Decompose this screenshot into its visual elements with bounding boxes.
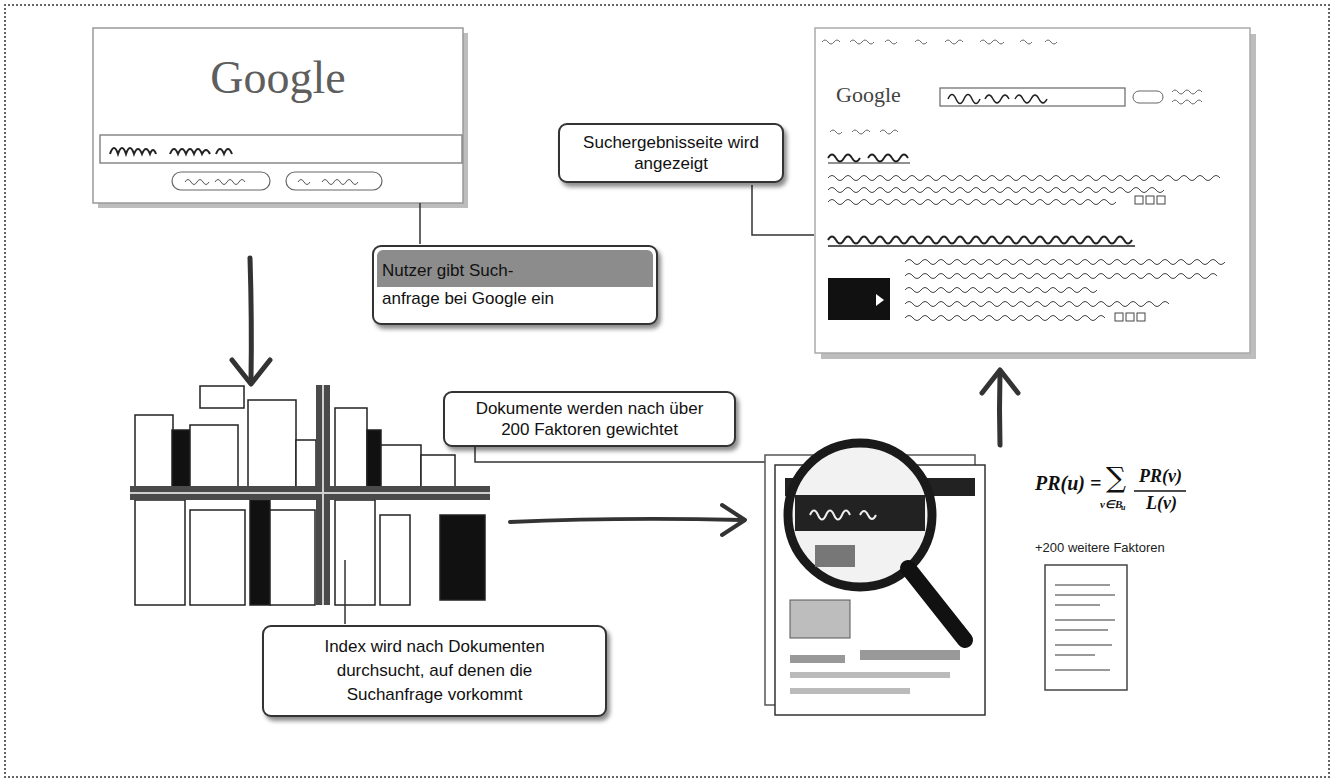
results-page-part <box>905 260 1225 265</box>
index-illustration-part <box>335 408 367 487</box>
results-page-part <box>1157 196 1165 204</box>
magnifier-illustration-part <box>775 465 985 715</box>
formula-text: PR(u) = <box>1035 472 1101 495</box>
formula-symbol: ∑ <box>1106 462 1126 494</box>
results-page-part <box>1126 313 1134 321</box>
flow-arrow-part <box>997 373 1003 445</box>
magnifier-illustration-part <box>790 688 910 694</box>
leader-line <box>344 560 346 624</box>
index-illustration-part <box>440 515 485 600</box>
results-page-part <box>828 162 910 163</box>
results-page-part <box>876 294 884 306</box>
magnifier-illustration-part <box>1045 565 1127 690</box>
index-illustration-part <box>200 386 244 408</box>
results-page-part <box>828 237 1132 244</box>
magnifier-illustration-part <box>1055 585 1115 670</box>
magnifier-illustration <box>765 443 1186 715</box>
results-page-part <box>828 200 1116 205</box>
results-page-part <box>905 316 1105 321</box>
callout-text: Index wird nach Dokumenten durchsucht, a… <box>301 635 568 707</box>
search-window-part <box>100 135 462 163</box>
magnifier-illustration-part <box>790 655 845 663</box>
results-page-part <box>822 40 1057 44</box>
index-illustration-part <box>135 500 185 605</box>
callout-text: Suchergebnisseite wird angezeigt <box>570 132 772 174</box>
flow-arrow <box>232 258 270 384</box>
magnifier-illustration-part <box>790 672 950 678</box>
index-illustration-part <box>270 510 315 605</box>
callout-box: Suchergebnisseite wird angezeigt <box>558 123 784 183</box>
index-illustration-part <box>335 500 375 605</box>
results-page-part <box>905 302 1169 307</box>
leader-line <box>419 203 421 244</box>
index-illustration-part <box>130 385 490 605</box>
flow-arrow-part <box>722 505 745 535</box>
results-page-part <box>828 155 908 162</box>
index-illustration-part <box>380 515 410 605</box>
index-illustration-part <box>135 415 173 487</box>
index-illustration-part <box>248 400 296 487</box>
magnifier-illustration-part <box>860 650 960 660</box>
index-illustration-part <box>250 500 270 605</box>
magnifier-illustration-part <box>1134 490 1186 492</box>
index-illustration <box>130 385 490 605</box>
callout-box: Index wird nach Dokumenten durchsucht, a… <box>262 625 607 717</box>
results-page-part <box>1172 90 1202 104</box>
results-page-part <box>828 278 890 320</box>
search-window-part <box>298 180 358 185</box>
formula-numerator: PR(v) <box>1139 466 1182 487</box>
results-page-part <box>1135 196 1143 204</box>
search-window <box>93 28 468 208</box>
flow-arrow-part <box>250 258 251 380</box>
results-page-part <box>948 95 1047 104</box>
magnifier-illustration-part <box>790 600 850 638</box>
formula-note: +200 weitere Faktoren <box>1035 541 1165 556</box>
magnifier-illustration-part <box>795 495 925 531</box>
search-window-part <box>185 180 245 185</box>
callout-box: Nutzer gibt Such- anfrage bei Google ein <box>372 245 658 325</box>
results-page-part <box>1133 91 1163 103</box>
results-page-part <box>815 28 1250 353</box>
index-illustration-part <box>367 430 381 487</box>
index-illustration-part <box>381 445 421 487</box>
formula-subscript: u <box>1121 503 1125 512</box>
results-page-part <box>1115 313 1123 321</box>
callout-text: Dokumente werden nach über 200 Faktoren … <box>465 398 714 440</box>
magnifier-illustration-part <box>908 568 965 640</box>
index-illustration-part <box>190 425 238 487</box>
formula-denominator: L(v) <box>1146 493 1177 514</box>
results-page-part <box>1146 196 1154 204</box>
search-window-part <box>110 148 232 154</box>
flow-arrow-part <box>510 519 742 522</box>
search-window-part <box>93 28 463 203</box>
callout-box: Dokumente werden nach über 200 Faktoren … <box>443 391 736 447</box>
flow-arrow <box>510 505 745 535</box>
search-window-part <box>286 172 382 190</box>
search-window-part <box>172 172 270 190</box>
flow-arrow <box>982 370 1018 445</box>
results-page <box>815 28 1256 359</box>
magnifier-illustration-part <box>815 545 855 567</box>
results-page-part <box>828 188 1164 193</box>
magnifier-illustration-part <box>810 511 876 520</box>
index-illustration-part <box>190 510 245 605</box>
index-illustration-part <box>296 440 316 487</box>
results-page-part <box>905 288 1097 293</box>
logo-text: Google <box>178 52 378 105</box>
results-page-part <box>905 274 1217 279</box>
flow-arrow-part <box>982 370 1018 393</box>
results-page-part <box>940 88 1125 106</box>
index-illustration-part <box>421 455 455 487</box>
formula-subscript: v∈B <box>1100 498 1122 511</box>
callout-text: Nutzer gibt Such- anfrage bei Google ein <box>382 257 567 313</box>
results-page-part <box>828 176 1220 181</box>
logo-text: Google <box>836 82 901 107</box>
results-page-part <box>1137 313 1145 321</box>
results-page-part <box>830 130 898 134</box>
flow-arrow-part <box>232 360 270 384</box>
index-illustration-part <box>172 430 190 487</box>
results-page-part <box>828 245 1135 247</box>
leader-line <box>752 185 814 235</box>
